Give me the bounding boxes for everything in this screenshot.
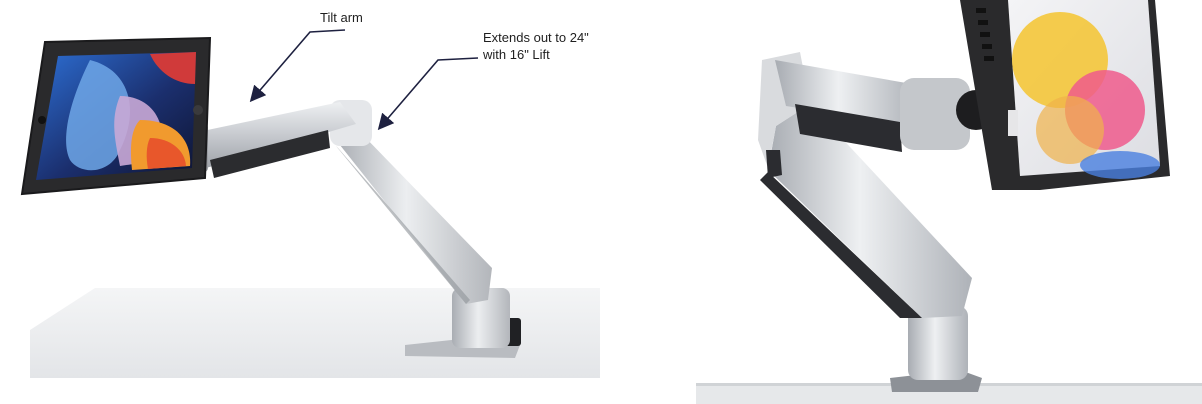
upper-arm-grip [210, 130, 330, 178]
callout-arrows [249, 29, 479, 131]
lower-arm [336, 132, 492, 304]
mount-right [900, 78, 970, 150]
upper-arm [198, 102, 356, 168]
tilt-arm-label: Tilt arm [320, 10, 363, 25]
tilt-arrow-icon [249, 29, 346, 103]
column-right [908, 306, 968, 380]
left-arm-illustration [20, 36, 600, 378]
case-grille [976, 8, 994, 61]
desk-surface-right [696, 383, 1202, 404]
extends-label-line2: with 16" Lift [483, 47, 550, 62]
lower-arm-right [768, 104, 972, 318]
right-product-photo [600, 0, 1202, 404]
left-product-photo: Tilt arm Extends out to 24" with 16" Lif… [0, 0, 600, 404]
extends-label: Extends out to 24" with 16" Lift [483, 29, 589, 63]
right-arm-illustration [696, 0, 1202, 404]
extends-label-line1: Extends out to 24" [483, 30, 589, 45]
extend-arrow-icon [377, 57, 479, 131]
